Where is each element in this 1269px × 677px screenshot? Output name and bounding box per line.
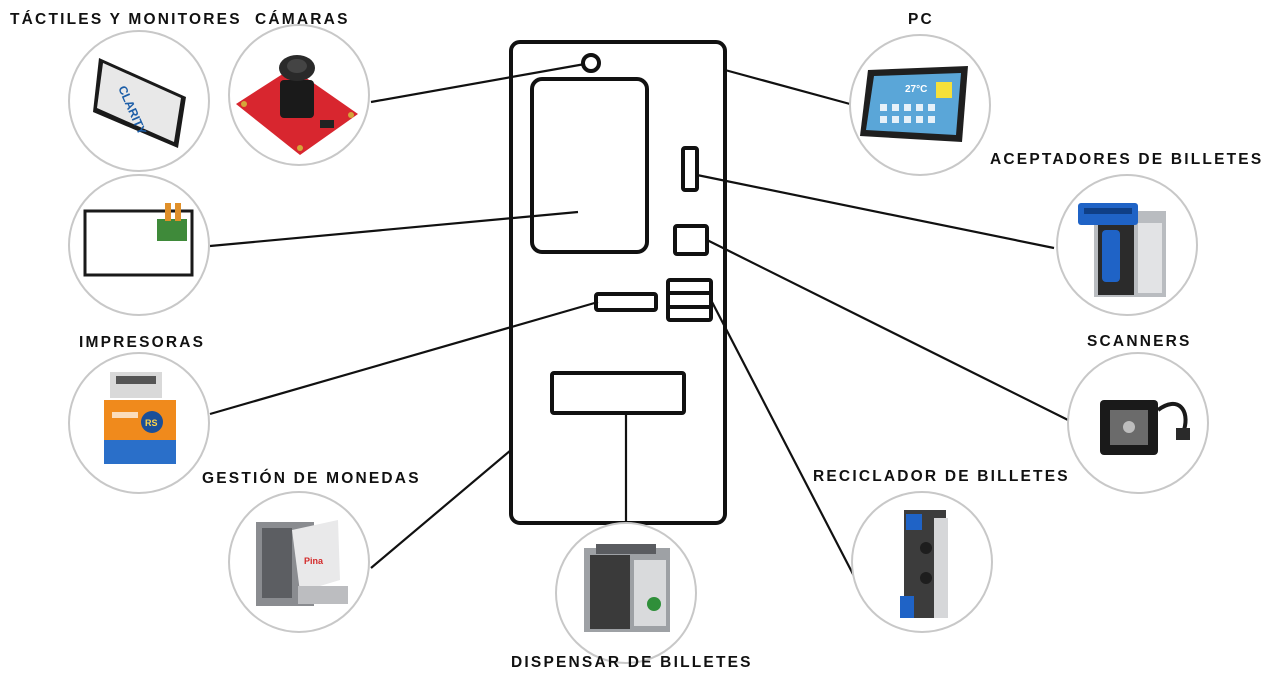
- label-pc: PC: [908, 11, 934, 28]
- circle-touch-panel: [68, 174, 210, 316]
- kiosk-recycler-slot: [666, 278, 713, 322]
- touch-panel-icon: [83, 203, 194, 277]
- label-dispensar: DISPENSAR DE BILLETES: [511, 654, 753, 671]
- coin-handler-icon: Pina: [256, 520, 348, 606]
- kiosk-screen: [530, 77, 649, 254]
- connector-aceptadores: [696, 173, 1055, 250]
- monitor-icon: CLARITY: [93, 58, 186, 148]
- label-aceptadores: ACEPTADORES DE BILLETES: [990, 151, 1264, 168]
- bill-dispenser-icon: [584, 544, 670, 632]
- bill-recycler-icon: [900, 510, 948, 618]
- label-camaras: CÁMARAS: [255, 11, 350, 28]
- printer-badge: RS: [145, 418, 158, 428]
- barcode-scanner-icon: [1100, 400, 1190, 455]
- connector-monedas: [370, 449, 512, 569]
- kiosk-camera-hole: [581, 53, 601, 73]
- label-reciclador: RECICLADOR DE BILLETES: [813, 468, 1070, 485]
- connector-pc: [724, 68, 851, 106]
- kiosk-printer-slot: [594, 292, 658, 312]
- coin-brand: Pina: [304, 556, 324, 566]
- kiosk-bill-slot: [681, 146, 699, 192]
- label-scanners: SCANNERS: [1087, 333, 1192, 350]
- kiosk-outline: [509, 40, 727, 525]
- bill-acceptor-icon: [1078, 203, 1166, 297]
- label-tactiles: TÁCTILES Y MONITORES: [10, 11, 242, 28]
- tablet-temperature: 27°C: [905, 84, 927, 95]
- connector-lines: [209, 62, 1071, 579]
- connector-reciclador: [710, 299, 856, 579]
- kiosk-dispenser-tray: [550, 371, 686, 415]
- connector-tactiles: [209, 210, 579, 248]
- label-monedas: GESTIÓN DE MONEDAS: [202, 470, 421, 487]
- connector-scanners: [706, 239, 1071, 422]
- tablet-pc-icon: 27°C: [860, 66, 968, 142]
- label-impresoras: IMPRESORAS: [79, 334, 206, 351]
- connector-camaras: [370, 62, 586, 104]
- camera-module-icon: [236, 55, 358, 155]
- connector-impresoras: [209, 300, 599, 416]
- kiosk-body: [509, 40, 727, 525]
- kiosk-scanner-window: [673, 224, 709, 256]
- ticket-printer-icon: RS: [104, 372, 176, 464]
